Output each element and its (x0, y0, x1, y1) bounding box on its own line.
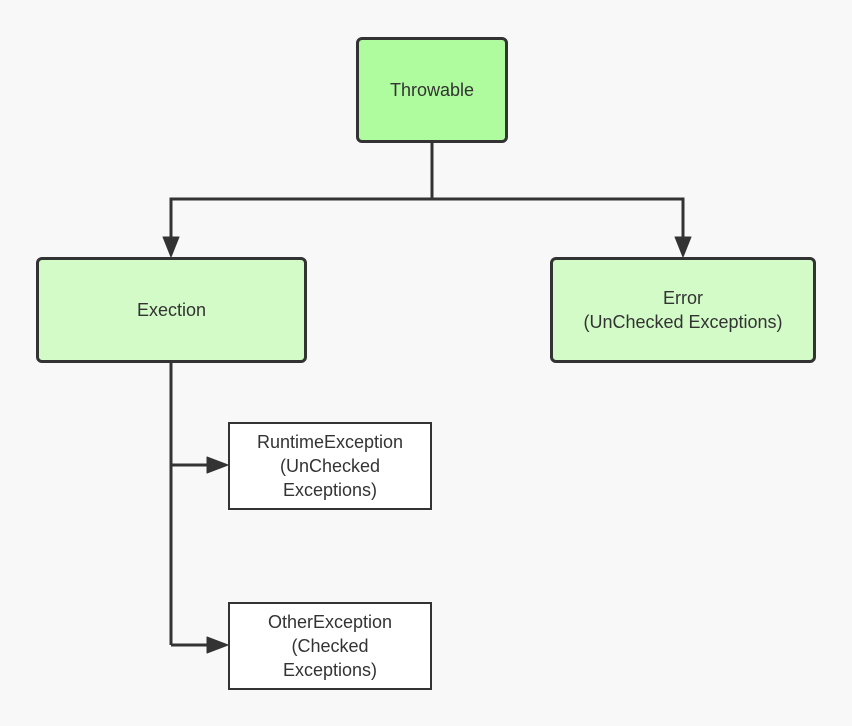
node-label-line: OtherException (267, 612, 393, 632)
node-label-line: Exection (136, 300, 207, 320)
arrowhead-to-exection (162, 236, 180, 258)
arrowhead-to-runtime (206, 456, 229, 474)
node-label-line: Error (663, 288, 703, 308)
node-label-line: RuntimeException (256, 432, 404, 452)
arrowhead-to-other (206, 636, 229, 654)
node-label-line: Throwable (389, 80, 475, 100)
node-error: Error (UnChecked Exceptions) (550, 257, 816, 363)
arrowhead-to-error (674, 236, 692, 258)
node-label-line: Exceptions) (282, 480, 378, 500)
connector-throwable-to-children (162, 143, 692, 258)
node-label-line: (Checked (291, 636, 369, 656)
connector-branch-right (432, 197, 685, 238)
node-label-line: (UnChecked Exceptions) (583, 312, 783, 332)
node-label-line: Exceptions) (282, 660, 378, 680)
node-exection: Exection (36, 257, 307, 363)
node-label-line: (UnChecked (279, 456, 381, 476)
connector-exection-to-children (169, 363, 229, 654)
node-throwable: Throwable (356, 37, 508, 143)
connector-branch-left (169, 197, 432, 238)
